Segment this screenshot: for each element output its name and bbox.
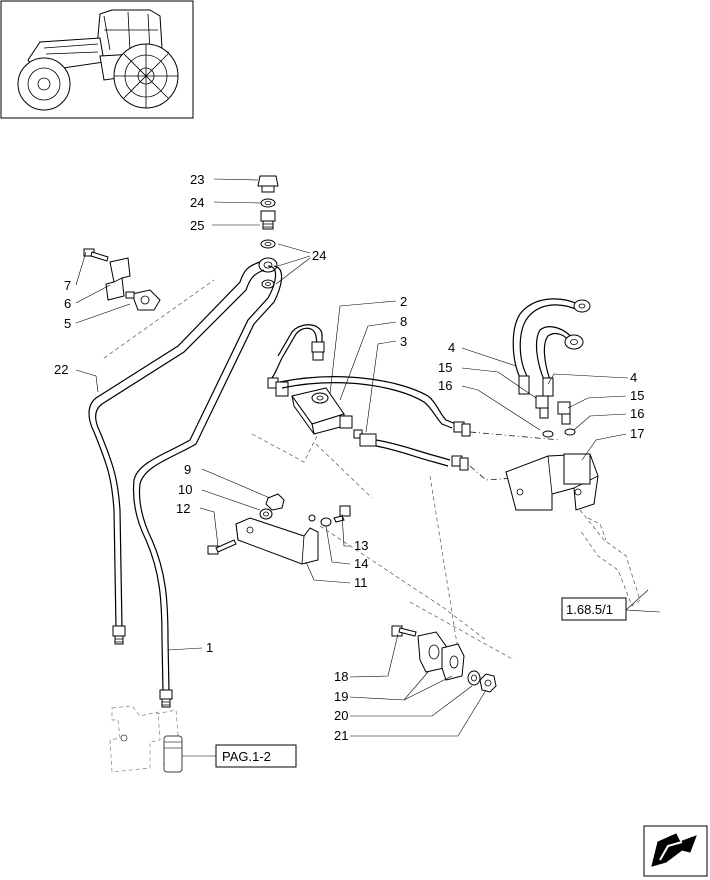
callout-17: 17 xyxy=(630,426,644,441)
reference-box-page[interactable]: 1.68.5/1 xyxy=(561,597,627,621)
callout-21: 21 xyxy=(334,728,348,743)
reference-pag-label: PAG.1-2 xyxy=(222,749,271,764)
next-page-arrow-icon[interactable] xyxy=(643,825,708,877)
callout-16-left: 16 xyxy=(438,378,452,393)
callout-3: 3 xyxy=(400,334,407,349)
callout-14: 14 xyxy=(354,556,368,571)
tractor-thumbnail xyxy=(0,0,194,119)
callout-9: 9 xyxy=(184,462,191,477)
hose-block xyxy=(505,298,641,607)
callout-16-right: 16 xyxy=(630,406,644,421)
valve-assembly xyxy=(267,324,471,471)
callout-8: 8 xyxy=(400,314,407,329)
callout-15-right: 15 xyxy=(630,388,644,403)
leader-lines xyxy=(75,178,661,757)
pipe-1 xyxy=(132,265,283,708)
callout-11: 11 xyxy=(354,575,368,590)
fitting-stack xyxy=(257,175,279,289)
lower-mount xyxy=(109,705,183,773)
callout-10: 10 xyxy=(178,482,192,497)
callout-numbers: 23 24 25 24 7 6 5 22 2 8 3 4 15 16 4 15 … xyxy=(54,172,644,743)
callout-19: 19 xyxy=(334,689,348,704)
reference-page-label: 1.68.5/1 xyxy=(566,602,613,617)
reference-box-pag[interactable]: PAG.1-2 xyxy=(215,744,297,768)
callout-5: 5 xyxy=(64,316,71,331)
callout-7: 7 xyxy=(64,278,71,293)
callout-4-left: 4 xyxy=(448,340,455,355)
bracket-11 xyxy=(207,493,351,565)
callout-1: 1 xyxy=(206,640,213,655)
callout-20: 20 xyxy=(334,708,348,723)
guide-lines xyxy=(251,431,571,661)
bracket-assembly xyxy=(83,248,161,311)
callout-23: 23 xyxy=(190,172,204,187)
phantom-line xyxy=(103,279,215,359)
callout-18: 18 xyxy=(334,669,348,684)
callout-12: 12 xyxy=(176,501,190,516)
callout-24-right: 24 xyxy=(312,248,326,263)
callout-22: 22 xyxy=(54,362,68,377)
callout-15-left: 15 xyxy=(438,360,452,375)
callout-6: 6 xyxy=(64,296,71,311)
callout-13: 13 xyxy=(354,538,368,553)
callout-25: 25 xyxy=(190,218,204,233)
callout-24-top: 24 xyxy=(190,195,204,210)
callout-2: 2 xyxy=(400,294,407,309)
pipe-22 xyxy=(88,261,265,645)
clamp-group xyxy=(391,625,497,693)
callout-4-right: 4 xyxy=(630,370,637,385)
